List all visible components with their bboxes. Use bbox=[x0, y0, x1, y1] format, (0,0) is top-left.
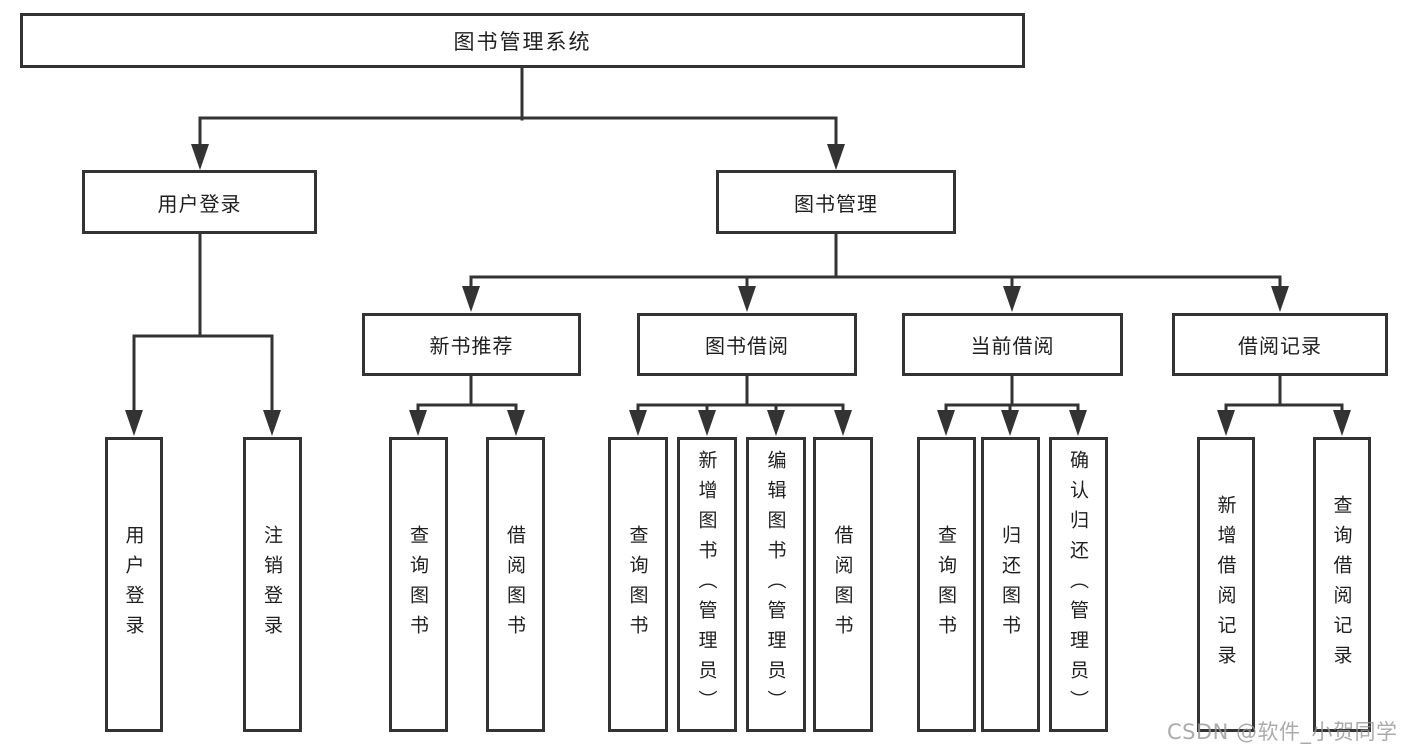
arrow-down-icon bbox=[263, 410, 281, 436]
arrow-down-icon bbox=[1271, 286, 1289, 312]
leaf-query-books-newbooks: 查询图书 bbox=[389, 437, 448, 732]
leaf-label: 查询图书 bbox=[935, 524, 957, 645]
arrow-down-icon bbox=[125, 410, 143, 436]
connector-newbooks-to-leaves bbox=[416, 374, 518, 412]
leaf-label: 借阅图书 bbox=[831, 524, 854, 645]
node-borrowing-records: 借阅记录 bbox=[1172, 313, 1388, 376]
node-current-borrowing: 当前借阅 bbox=[902, 313, 1123, 376]
leaf-label: 注销登录 bbox=[261, 524, 283, 645]
connector-current-to-leaves bbox=[944, 374, 1080, 412]
arrow-down-icon bbox=[409, 410, 427, 436]
arrow-down-icon bbox=[629, 410, 647, 436]
leaf-label: 查询图书 bbox=[407, 524, 429, 645]
arrow-down-icon bbox=[1069, 410, 1087, 436]
connector-bookborrow-to-leaves bbox=[636, 374, 845, 412]
arrow-down-icon bbox=[698, 410, 716, 436]
leaf-label: 新增借阅记录 bbox=[1214, 494, 1237, 675]
leaf-confirm-return-admin: 确认归还（管理员） bbox=[1049, 437, 1108, 732]
leaf-query-books-current: 查询图书 bbox=[917, 437, 976, 732]
connector-userlogin-to-leaves bbox=[132, 232, 274, 412]
connector-bookmgmt-to-level3 bbox=[469, 232, 1282, 288]
arrow-down-icon bbox=[191, 144, 209, 170]
leaf-label: 归还图书 bbox=[999, 524, 1021, 645]
leaf-return-books: 归还图书 bbox=[981, 437, 1040, 732]
arrow-down-icon bbox=[827, 144, 845, 170]
arrow-down-icon bbox=[937, 410, 955, 436]
arrow-down-icon bbox=[738, 286, 756, 312]
leaf-label: 用户登录 bbox=[122, 524, 145, 645]
arrow-down-icon bbox=[462, 286, 480, 312]
connector-root-to-level2 bbox=[198, 66, 838, 150]
node-book-borrowing: 图书借阅 bbox=[637, 313, 857, 376]
leaf-label: 编辑图书（管理员） bbox=[764, 449, 787, 720]
leaf-add-borrow-record: 新增借阅记录 bbox=[1197, 437, 1255, 732]
leaf-label: 借阅图书 bbox=[504, 524, 526, 645]
leaf-query-books-borrowing: 查询图书 bbox=[608, 437, 668, 732]
arrow-down-icon bbox=[507, 410, 525, 436]
leaf-borrow-books-newbooks: 借阅图书 bbox=[486, 437, 545, 732]
csdn-watermark: CSDN @软件_小贺同学 bbox=[1167, 720, 1398, 744]
node-book-management: 图书管理 bbox=[716, 170, 956, 234]
arrow-down-icon bbox=[1333, 410, 1351, 436]
arrow-down-icon bbox=[834, 410, 852, 436]
node-user-login: 用户登录 bbox=[82, 170, 317, 234]
leaf-user-login: 用户登录 bbox=[105, 437, 163, 732]
arrow-down-icon bbox=[1001, 410, 1019, 436]
leaf-label: 确认归还（管理员） bbox=[1067, 449, 1089, 720]
node-root-system: 图书管理系统 bbox=[20, 13, 1025, 68]
arrow-down-icon bbox=[1003, 286, 1021, 312]
node-new-book-recommend: 新书推荐 bbox=[362, 313, 581, 376]
leaf-edit-book-admin: 编辑图书（管理员） bbox=[746, 437, 806, 732]
leaf-borrow-books-borrowing: 借阅图书 bbox=[813, 437, 873, 732]
leaf-label: 查询图书 bbox=[626, 524, 649, 645]
arrow-down-icon bbox=[767, 410, 785, 436]
leaf-logout: 注销登录 bbox=[243, 437, 302, 732]
leaf-add-book-admin: 新增图书（管理员） bbox=[677, 437, 737, 732]
leaf-query-borrow-record: 查询借阅记录 bbox=[1313, 437, 1371, 732]
arrowheads bbox=[125, 144, 1351, 436]
leaf-label: 查询借阅记录 bbox=[1330, 494, 1353, 675]
connector-records-to-leaves bbox=[1224, 374, 1344, 412]
arrow-down-icon bbox=[1217, 410, 1235, 436]
leaf-label: 新增图书（管理员） bbox=[695, 449, 718, 720]
